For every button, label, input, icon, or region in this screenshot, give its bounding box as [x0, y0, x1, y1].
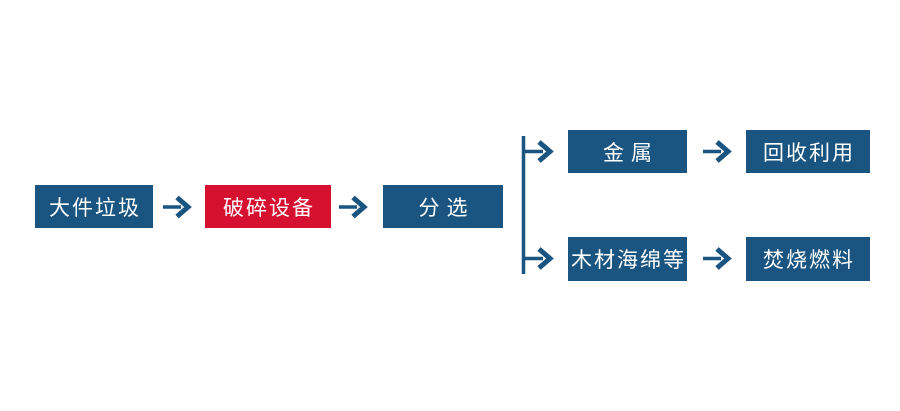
flow-node-sorting: 分选 [383, 185, 503, 228]
arrow-right-icon [537, 247, 554, 270]
arrow-right-icon [703, 249, 728, 268]
flow-node-crushing-equipment: 破碎设备 [205, 185, 331, 228]
flow-node-metal: 金属 [568, 130, 687, 173]
flow-node-recycling: 回收利用 [746, 130, 870, 173]
arrow-right-icon [703, 142, 728, 161]
flow-node-bulky-waste: 大件垃圾 [35, 185, 153, 228]
arrow-right-icon [339, 198, 364, 217]
flow-node-incineration-fuel: 焚烧燃料 [746, 237, 870, 281]
arrow-right-icon [163, 198, 188, 217]
flow-node-wood-sponge-etc: 木材海绵等 [568, 237, 687, 281]
arrow-right-icon [537, 140, 554, 163]
